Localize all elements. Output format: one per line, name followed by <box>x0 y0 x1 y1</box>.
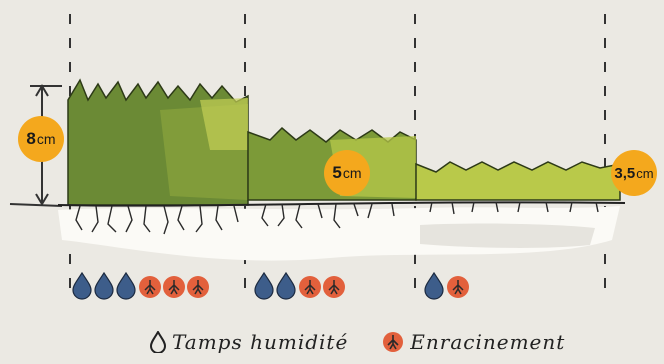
water-drop-icon <box>150 331 166 353</box>
legend-rooting: Enracinement <box>382 330 565 354</box>
height-unit: cm <box>37 131 56 147</box>
legend-humidity: Tamps humidité <box>150 330 348 354</box>
height-unit: cm <box>343 165 362 181</box>
water-drop-icon <box>73 273 91 299</box>
root-icon <box>382 331 404 353</box>
height-value: 3,5 <box>614 165 635 182</box>
legend: Tamps humidité Enracinement <box>150 330 565 354</box>
legend-rooting-label: Enracinement <box>410 330 565 354</box>
water-drop-icon <box>95 273 113 299</box>
legend-humidity-label: Tamps humidité <box>172 330 348 354</box>
grass-block-3-5cm <box>416 162 620 200</box>
water-drop-icon <box>117 273 135 299</box>
height-value: 8 <box>26 129 35 149</box>
height-unit: cm <box>636 166 653 181</box>
water-drop-icon <box>255 273 273 299</box>
indicator-icons <box>73 273 469 299</box>
water-drop-icon <box>425 273 443 299</box>
water-drop-icon <box>277 273 295 299</box>
height-value: 5 <box>332 163 341 183</box>
